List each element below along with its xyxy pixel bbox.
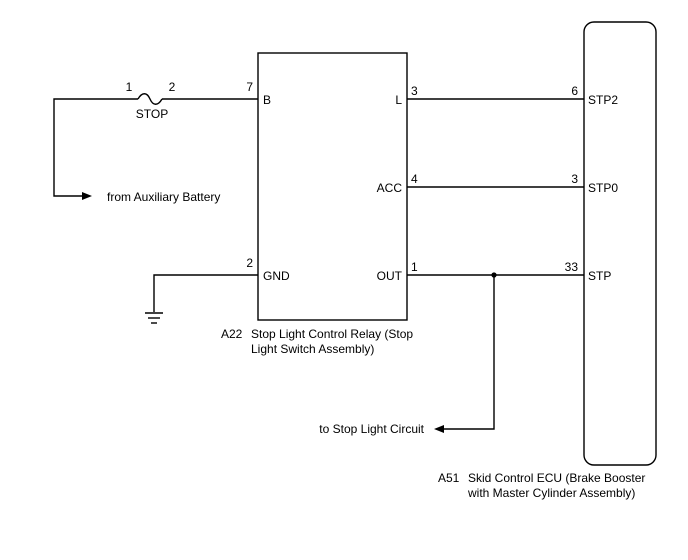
ecu-pin-num-stp: 33 <box>565 260 579 274</box>
relay-box <box>257 52 408 321</box>
relay-pin-num-l: 3 <box>411 84 418 98</box>
ground-icon <box>145 312 163 324</box>
stop-light-label: to Stop Light Circuit <box>319 422 424 436</box>
relay-pin-num-b: 7 <box>246 80 253 94</box>
ecu-pin-name-stp: STP <box>588 269 611 283</box>
ground-wire <box>153 274 258 312</box>
ecu-pin-num-stp0: 3 <box>571 172 578 186</box>
relay-pin-num-gnd: 2 <box>246 256 253 270</box>
relay-pin-name-acc: ACC <box>377 181 403 195</box>
battery-arrow-icon <box>82 192 92 200</box>
relay-pin-name-b: B <box>263 93 271 107</box>
ecu-pin-num-stp2: 6 <box>571 84 578 98</box>
relay-pin-name-gnd: GND <box>263 269 290 283</box>
battery-label: from Auxiliary Battery <box>107 190 220 204</box>
fuse-icon <box>137 93 163 105</box>
fuse-pin-in: 1 <box>126 80 133 94</box>
relay-name-line2: Light Switch Assembly) <box>251 342 374 356</box>
relay-pin-name-l: L <box>395 93 402 107</box>
battery-wire <box>53 98 138 197</box>
relay-name-line1: Stop Light Control Relay (Stop <box>251 327 413 341</box>
fuse-pin-out: 2 <box>169 80 176 94</box>
ecu-code: A51 <box>438 471 460 485</box>
relay-pin-name-out: OUT <box>377 269 403 283</box>
relay-pin-num-acc: 4 <box>411 172 418 186</box>
stop-light-arrow-icon <box>434 425 444 433</box>
fuse-label: STOP <box>136 107 168 121</box>
relay-code: A22 <box>221 327 243 341</box>
stop-light-wire <box>440 275 495 430</box>
relay-pin-num-out: 1 <box>411 260 418 274</box>
ecu-name-line2: with Master Cylinder Assembly) <box>467 486 635 500</box>
ecu-box <box>583 21 657 466</box>
ecu-name-line1: Skid Control ECU (Brake Booster <box>468 471 645 485</box>
ecu-pin-name-stp0: STP0 <box>588 181 618 195</box>
ecu-pin-name-stp2: STP2 <box>588 93 618 107</box>
